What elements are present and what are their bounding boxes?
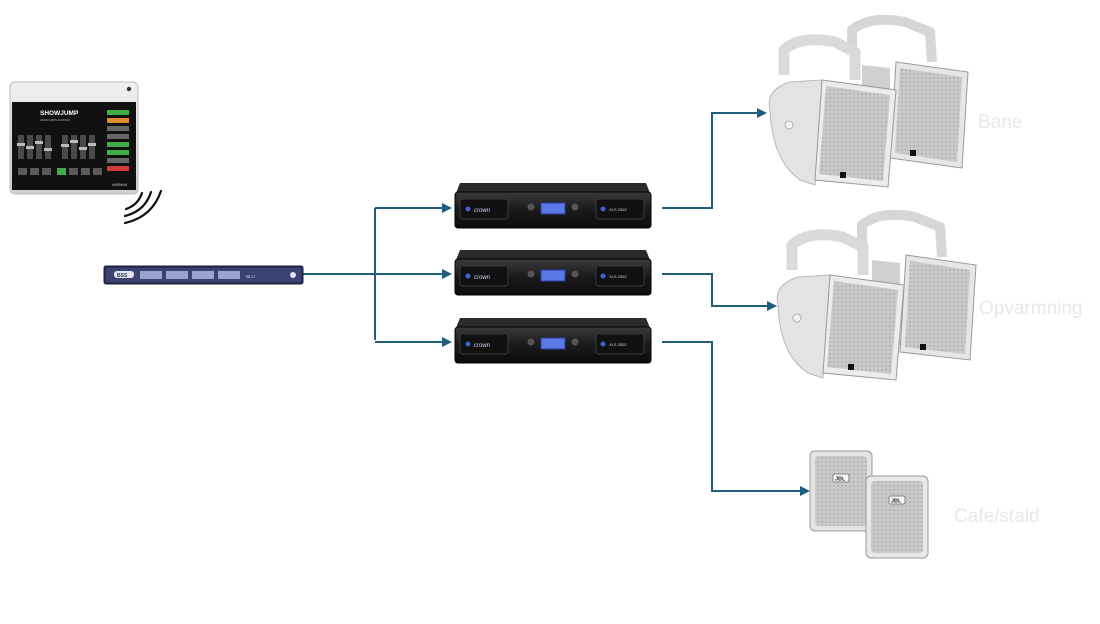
amp-2-to-opvarmning bbox=[662, 273, 777, 311]
amplifier-2-brand: crown bbox=[474, 275, 491, 281]
amplifier-1-model: XLS 2502 bbox=[609, 207, 627, 212]
cafe-speaker-back: JBL bbox=[809, 450, 873, 532]
connector-lines bbox=[303, 108, 810, 496]
amplifier-2-model: XLS 2502 bbox=[609, 274, 627, 279]
tablet-side-buttons bbox=[107, 110, 129, 171]
tablet-preset-buttons bbox=[18, 168, 102, 175]
zone-label-cafe: Cafe/stald bbox=[954, 506, 1040, 527]
tablet-title: SHOWJUMP bbox=[40, 110, 79, 117]
zone-label-opvarmning: Opvarmning bbox=[979, 298, 1083, 319]
amplifier-3-brand: crown bbox=[474, 343, 491, 349]
bane-speaker-front bbox=[768, 34, 897, 188]
amplifier-1: crown XLS 2502 bbox=[454, 183, 652, 229]
amplifier-2: crown XLS 2502 bbox=[454, 250, 652, 296]
amplifier-1-brand: crown bbox=[474, 208, 491, 214]
processor-model: BLU bbox=[246, 274, 255, 279]
amp-3-to-cafe bbox=[662, 341, 810, 496]
cafe-speaker-back-logo: JBL bbox=[835, 477, 846, 483]
wireless-icon bbox=[123, 189, 163, 225]
dsp-processor: BSS BLU bbox=[103, 265, 304, 285]
amplifier-3-model: XLS 2502 bbox=[609, 342, 627, 347]
speaker-pair-cafe: JBL JBL bbox=[809, 450, 929, 559]
speaker-pair-opvarmning bbox=[776, 209, 977, 381]
opvarmning-speaker-front bbox=[776, 229, 905, 381]
tablet-controller: SHOWJUMP AUDIO APPLICATION bbox=[9, 81, 139, 195]
tablet-subtitle: AUDIO APPLICATION bbox=[40, 118, 70, 122]
processor-logo-badge bbox=[114, 271, 134, 278]
tablet-brand: HARMAN bbox=[112, 183, 128, 187]
amplifier-3: crown XLS 2502 bbox=[454, 318, 652, 364]
speaker-pair-bane bbox=[768, 14, 969, 188]
cafe-speaker-front: JBL bbox=[865, 475, 929, 559]
cafe-speaker-front-logo: JBL bbox=[891, 499, 902, 505]
zone-label-bane: Bane bbox=[978, 112, 1023, 133]
processor-brand: BSS bbox=[117, 273, 128, 279]
amp-1-to-bane bbox=[662, 108, 767, 209]
